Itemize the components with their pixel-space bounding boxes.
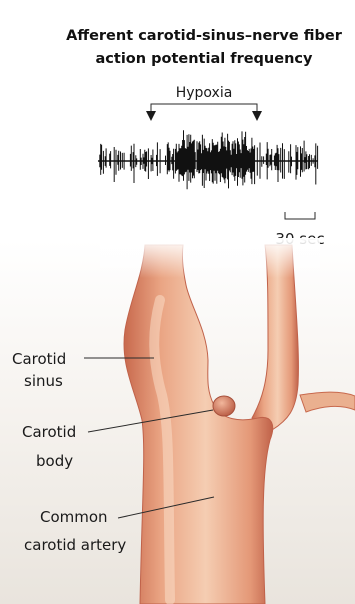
carotid-body-label-line2: body (36, 452, 73, 470)
common-carotid-label-line2: carotid artery (24, 536, 126, 554)
carotid-body-label-line1: Carotid (22, 423, 76, 441)
figure-title-line2: action potential frequency (96, 51, 313, 67)
carotid-sinus-label-line1: Carotid (12, 350, 66, 368)
common-carotid-label-line1: Common (40, 508, 108, 526)
time-scale-bar (285, 212, 315, 219)
action-potential-spikes (100, 130, 318, 189)
carotid-body-nodule (213, 396, 235, 416)
hypoxia-bracket (146, 104, 262, 121)
hypoxia-label: Hypoxia (176, 85, 233, 101)
carotid-sinus-label-line2: sinus (24, 372, 63, 390)
figure-title-line1: Afferent carotid-sinus–nerve fiber (66, 28, 343, 44)
nerve-activity-trace (98, 130, 318, 189)
